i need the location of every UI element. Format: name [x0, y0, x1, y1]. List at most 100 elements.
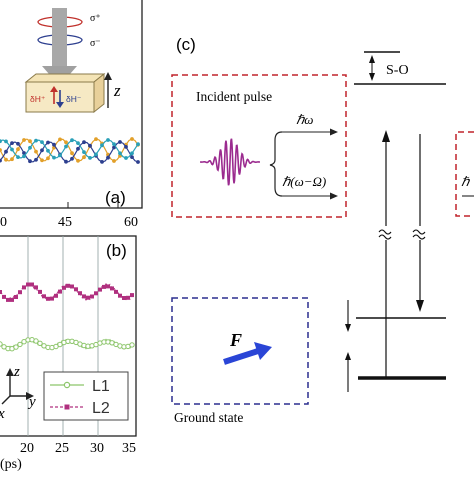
panel-b-x-tick: 25 [55, 441, 69, 456]
panel-b-l2-point [10, 297, 14, 302]
panel-b-l2-point [42, 294, 46, 299]
panel-a-x-tick: 0 [0, 215, 7, 230]
panel-a-point [52, 155, 56, 160]
panel-a-point [106, 155, 110, 160]
panel-a-inset: σ⁺ σ⁻ δH⁺ δH⁻ z [24, 8, 121, 114]
legend-l1-label: L1 [92, 378, 110, 395]
splitting-arrow-up-head [345, 352, 351, 360]
panel-a-point [28, 139, 32, 144]
incident-pulse-box [171, 74, 347, 218]
panel-a-point [70, 151, 74, 156]
force-label: F [229, 330, 242, 350]
panel-a-frame [0, 0, 143, 209]
panel-a-point [16, 155, 20, 160]
panel-a-point [70, 156, 74, 161]
panel-a-point [82, 150, 86, 155]
legend-l1-marker [63, 381, 71, 389]
panel-a-point [76, 158, 80, 163]
panel-a-point [4, 139, 8, 144]
panel-c: (c) Incident pulse ℏω ℏ(ω−Ω) F Ground st… [171, 35, 474, 425]
force-arrow-head [254, 342, 272, 360]
panel-a-point [124, 145, 128, 149]
panel-b-l2-point [14, 295, 18, 299]
panel-b-l2-point [66, 283, 70, 288]
panel-b-label: (b) [106, 241, 127, 260]
panel-a-point [88, 156, 92, 160]
panel-a-point [94, 137, 98, 142]
panel-b-l2-point [126, 295, 130, 300]
panel-a-point [16, 147, 20, 152]
panel-b-l1-point [0, 341, 3, 347]
panel-a-point [58, 153, 62, 158]
triad-x-axis [1, 395, 11, 405]
panel-a-point [136, 160, 140, 164]
force-arrow-shaft [223, 348, 259, 365]
right-edge-label: ℏ [461, 174, 471, 189]
sigma-plus-label: σ⁺ [90, 13, 101, 24]
so-gap-head-down [369, 73, 375, 81]
panel-a-point [22, 151, 26, 155]
panel-a-point [28, 145, 32, 150]
panel-a-point [40, 140, 44, 145]
panel-a-point [40, 158, 44, 163]
panel-b-l2-point [78, 291, 82, 296]
panel-b-l1-point [129, 342, 135, 348]
panel-a-point [10, 141, 14, 146]
panel-a-point [94, 152, 98, 157]
panel-c-label: (c) [176, 35, 196, 54]
triad-z-head [6, 368, 14, 376]
panel-b-axes-triad: z y x [0, 364, 36, 422]
panel-a-point [130, 155, 134, 160]
wave-packet [200, 138, 260, 186]
panel-b-l2-point [0, 290, 2, 294]
panel-a-point [0, 139, 2, 144]
hbar-omega-minus-Omega-label: ℏ(ω−Ω) [282, 174, 326, 189]
panel-a-point [124, 156, 128, 160]
panel-b-l2-point [94, 291, 98, 296]
panel-b-l2-point [122, 296, 126, 300]
panel-b-legend: L1 L2 [43, 371, 129, 421]
panel-a-point [70, 138, 74, 143]
right-edge-box [455, 131, 474, 217]
panel-a-point [10, 147, 14, 152]
panel-b-l2-point [26, 282, 30, 287]
panel-a: 0 45 60 (a) σ⁺ σ⁻ δH⁺ δH⁻ z [0, 0, 143, 230]
axis-break-right [412, 229, 426, 240]
panel-a-trace-2 [0, 139, 139, 159]
panel-a-point [106, 138, 110, 142]
energy-level-diagram: S-O [345, 51, 446, 392]
panel-a-point [82, 140, 86, 145]
panel-b-l1-point [33, 338, 39, 344]
panel-b-l2-point [58, 289, 62, 294]
panel-a-point [46, 148, 50, 153]
panel-a-point [136, 142, 140, 147]
delta-h-plus-arrow-head [50, 86, 58, 92]
so-gap-head-up [369, 55, 375, 63]
panel-b-l2-point [38, 289, 42, 294]
slab-top [24, 73, 106, 83]
hbar-omega-label: ℏω [296, 112, 313, 127]
ground-state-box [171, 297, 309, 405]
panel-a-point [118, 151, 122, 156]
panel-a-point [64, 144, 68, 149]
panel-b-l2-point [30, 282, 34, 287]
panel-b-l2-point [98, 287, 102, 292]
delta-h-minus-arrow-head [56, 102, 64, 108]
panel-b-x-tick: 35 [122, 441, 136, 456]
so-label: S-O [386, 63, 409, 78]
panel-b-frame [0, 235, 137, 437]
panel-a-point [130, 137, 134, 141]
panel-b-l2-point [102, 284, 106, 289]
panel-b-l1-point [13, 344, 19, 350]
laser-beam-shaft [52, 8, 67, 68]
panel-a-label: (a) [105, 188, 126, 207]
panel-a-point [16, 141, 20, 146]
panel-b-l2-point [34, 285, 38, 290]
panel-b-l2-point [54, 293, 58, 298]
triad-z-label: z [13, 364, 20, 380]
panel-a-point [52, 142, 56, 147]
panel-b-l2-point [62, 285, 66, 290]
panel-b-l2-point [118, 293, 122, 298]
panel-a-point [100, 160, 104, 164]
